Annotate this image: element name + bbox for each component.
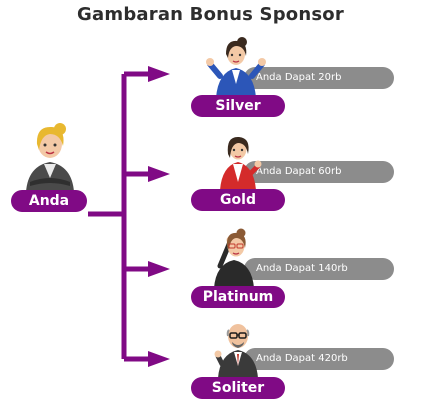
blonde-woman-avatar [26,123,74,192]
bonus-bubble-platinum: Anda Dapat 140rb [244,258,394,280]
arrow-platinum [148,261,170,277]
tier-label-platinum: Platinum [191,286,285,308]
bonus-bubble-soliter: Anda Dapat 420rb [244,348,394,370]
arrow-gold [148,166,170,182]
tier-label-silver: Silver [191,95,285,117]
woman-black-dress-avatar [214,228,254,288]
woman-red-jacket-avatar [220,136,262,190]
bonus-bubble-gold: Anda Dapat 60rb [244,161,394,183]
root-label: Anda [11,190,87,212]
bonus-bubble-silver: Anda Dapat 20rb [244,67,394,89]
woman-blue-suit-avatar [206,37,266,98]
tier-label-soliter: Soliter [191,377,285,399]
arrow-silver [148,66,170,82]
arrow-soliter [148,351,170,367]
page-title: Gambaran Bonus Sponsor [77,4,344,25]
bald-man-glasses-avatar [214,324,258,378]
tier-label-gold: Gold [191,189,285,211]
